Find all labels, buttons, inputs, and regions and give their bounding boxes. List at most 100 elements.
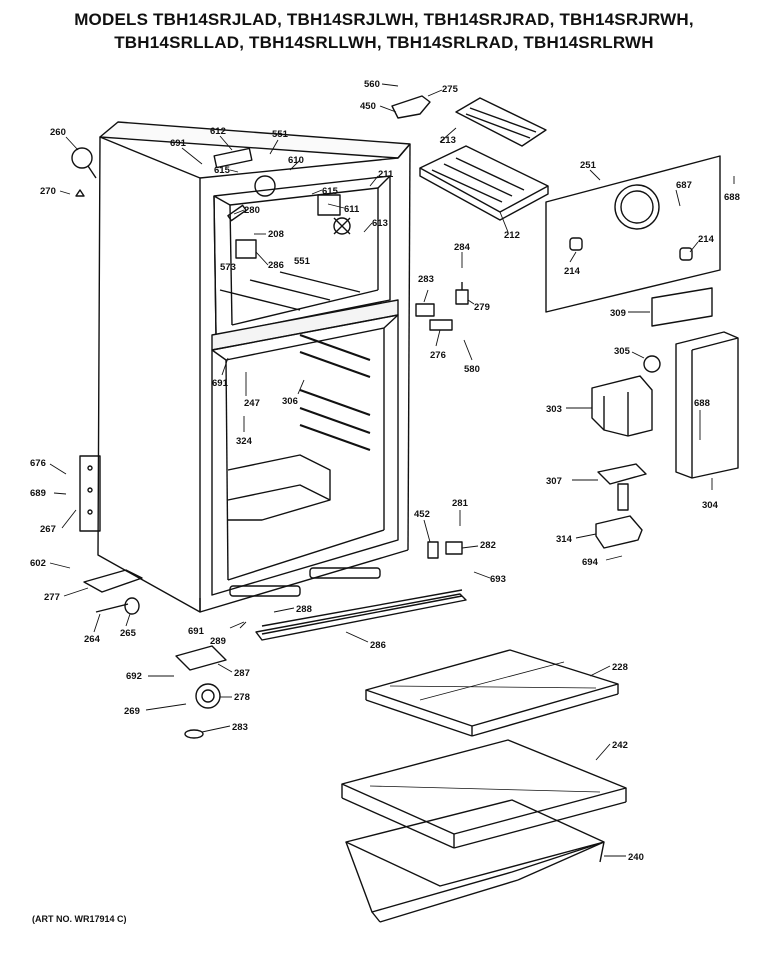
callout-label: 276 xyxy=(430,350,446,361)
callout-labels: 560 275 450 213 260 270 612 691 551 615 … xyxy=(30,79,740,863)
callout-label: 688 xyxy=(724,192,740,203)
crisper-pan xyxy=(345,799,605,923)
valve-279 xyxy=(455,282,469,305)
callout-label: 284 xyxy=(454,242,471,253)
roller xyxy=(195,683,221,709)
ice-tray xyxy=(455,97,547,147)
callout-label: 240 xyxy=(628,852,644,863)
hinge-282 xyxy=(445,541,463,555)
callout-label: 267 xyxy=(40,524,56,535)
callout-label: 693 xyxy=(490,574,506,585)
callout-label: 228 xyxy=(612,662,628,673)
rear-access-panel xyxy=(545,155,721,313)
ice-shelf xyxy=(419,145,549,221)
callout-label: 580 xyxy=(464,364,480,375)
callout-label: 277 xyxy=(44,592,60,603)
leveling-leg xyxy=(95,597,140,615)
callout-label: 307 xyxy=(546,476,562,487)
callout-label: 694 xyxy=(582,557,599,568)
callout-label: 275 xyxy=(442,84,459,95)
callout-label: 305 xyxy=(614,346,631,357)
callout-label: 212 xyxy=(504,230,520,241)
callout-label: 251 xyxy=(580,160,597,171)
callout-label: 208 xyxy=(268,229,284,240)
callout-label: 688 xyxy=(694,398,710,409)
top-hinge xyxy=(391,95,431,119)
callout-label: 551 xyxy=(294,256,311,267)
callout-label: 691 xyxy=(212,378,229,389)
callout-label: 279 xyxy=(474,302,490,313)
callout-label: 213 xyxy=(440,135,456,146)
crisper-cover xyxy=(341,739,627,849)
callout-label: 687 xyxy=(676,180,692,191)
callout-label: 615 xyxy=(322,186,339,197)
callout-label: 214 xyxy=(698,234,715,245)
callout-label: 691 xyxy=(170,138,187,149)
bracket-276 xyxy=(429,319,453,331)
control-housing xyxy=(675,331,739,479)
callout-label: 287 xyxy=(234,668,250,679)
callout-label: 214 xyxy=(564,266,581,277)
callout-label: 282 xyxy=(480,540,496,551)
callout-label: 247 xyxy=(244,398,260,409)
callout-label: 324 xyxy=(236,436,253,447)
callout-label: 551 xyxy=(272,129,289,140)
thermostat-260 xyxy=(71,147,97,179)
callout-label: 615 xyxy=(214,165,231,176)
callout-label: 306 xyxy=(282,396,298,407)
art-number: (ART NO. WR17914 C) xyxy=(32,914,127,924)
callout-label: 611 xyxy=(344,204,360,215)
callout-label: 450 xyxy=(360,101,376,112)
callout-label: 304 xyxy=(702,500,719,511)
callout-label: 281 xyxy=(452,498,469,509)
refrigerator-cabinet xyxy=(79,121,411,613)
callout-label: 283 xyxy=(232,722,248,733)
toe-grille xyxy=(255,589,467,641)
callout-label: 314 xyxy=(556,534,573,545)
callout-label: 283 xyxy=(418,274,434,285)
bracket-452 xyxy=(427,541,439,559)
callout-label: 452 xyxy=(414,509,430,520)
callout-label: 689 xyxy=(30,488,46,499)
bracket-283 xyxy=(415,303,435,317)
callout-label: 612 xyxy=(210,126,226,137)
bottom-hinge xyxy=(83,569,143,593)
callout-label: 265 xyxy=(120,628,137,639)
roller-bracket xyxy=(175,645,227,671)
control-knob xyxy=(643,355,661,373)
callout-label: 280 xyxy=(244,205,260,216)
callout-label: 560 xyxy=(364,79,380,90)
callout-label: 288 xyxy=(296,604,312,615)
callout-label: 303 xyxy=(546,404,562,415)
callout-label: 211 xyxy=(378,169,394,180)
damper-control xyxy=(597,463,647,511)
screw-270 xyxy=(75,189,85,197)
callout-label: 242 xyxy=(612,740,628,751)
callout-label: 286 xyxy=(268,260,284,271)
callout-label: 269 xyxy=(124,706,140,717)
callout-label: 264 xyxy=(84,634,101,645)
wire-shelf xyxy=(365,649,619,737)
evaporator-fan-assembly xyxy=(213,147,351,259)
models-title-line-2: TBH14SRLLAD, TBH14SRLLWH, TBH14SRLRAD, T… xyxy=(114,33,654,52)
callout-label: 691 xyxy=(188,626,205,637)
callout-label: 692 xyxy=(126,671,142,682)
callout-label: 610 xyxy=(288,155,304,166)
callout-label: 278 xyxy=(234,692,250,703)
callout-label: 286 xyxy=(370,640,386,651)
callout-label: 613 xyxy=(372,218,388,229)
callout-label: 602 xyxy=(30,558,46,569)
models-title-line-1: MODELS TBH14SRJLAD, TBH14SRJLWH, TBH14SR… xyxy=(74,10,694,29)
callout-label: 289 xyxy=(210,636,226,647)
callout-label: 309 xyxy=(610,308,626,319)
callout-label: 270 xyxy=(40,186,56,197)
callout-label: 676 xyxy=(30,458,46,469)
callout-label: 573 xyxy=(220,262,236,273)
air-damper xyxy=(591,375,653,437)
light-socket xyxy=(595,515,643,549)
callout-label: 260 xyxy=(50,127,66,138)
rating-label xyxy=(651,287,713,327)
callout-leaders xyxy=(49,83,735,857)
front-foot xyxy=(184,729,204,739)
